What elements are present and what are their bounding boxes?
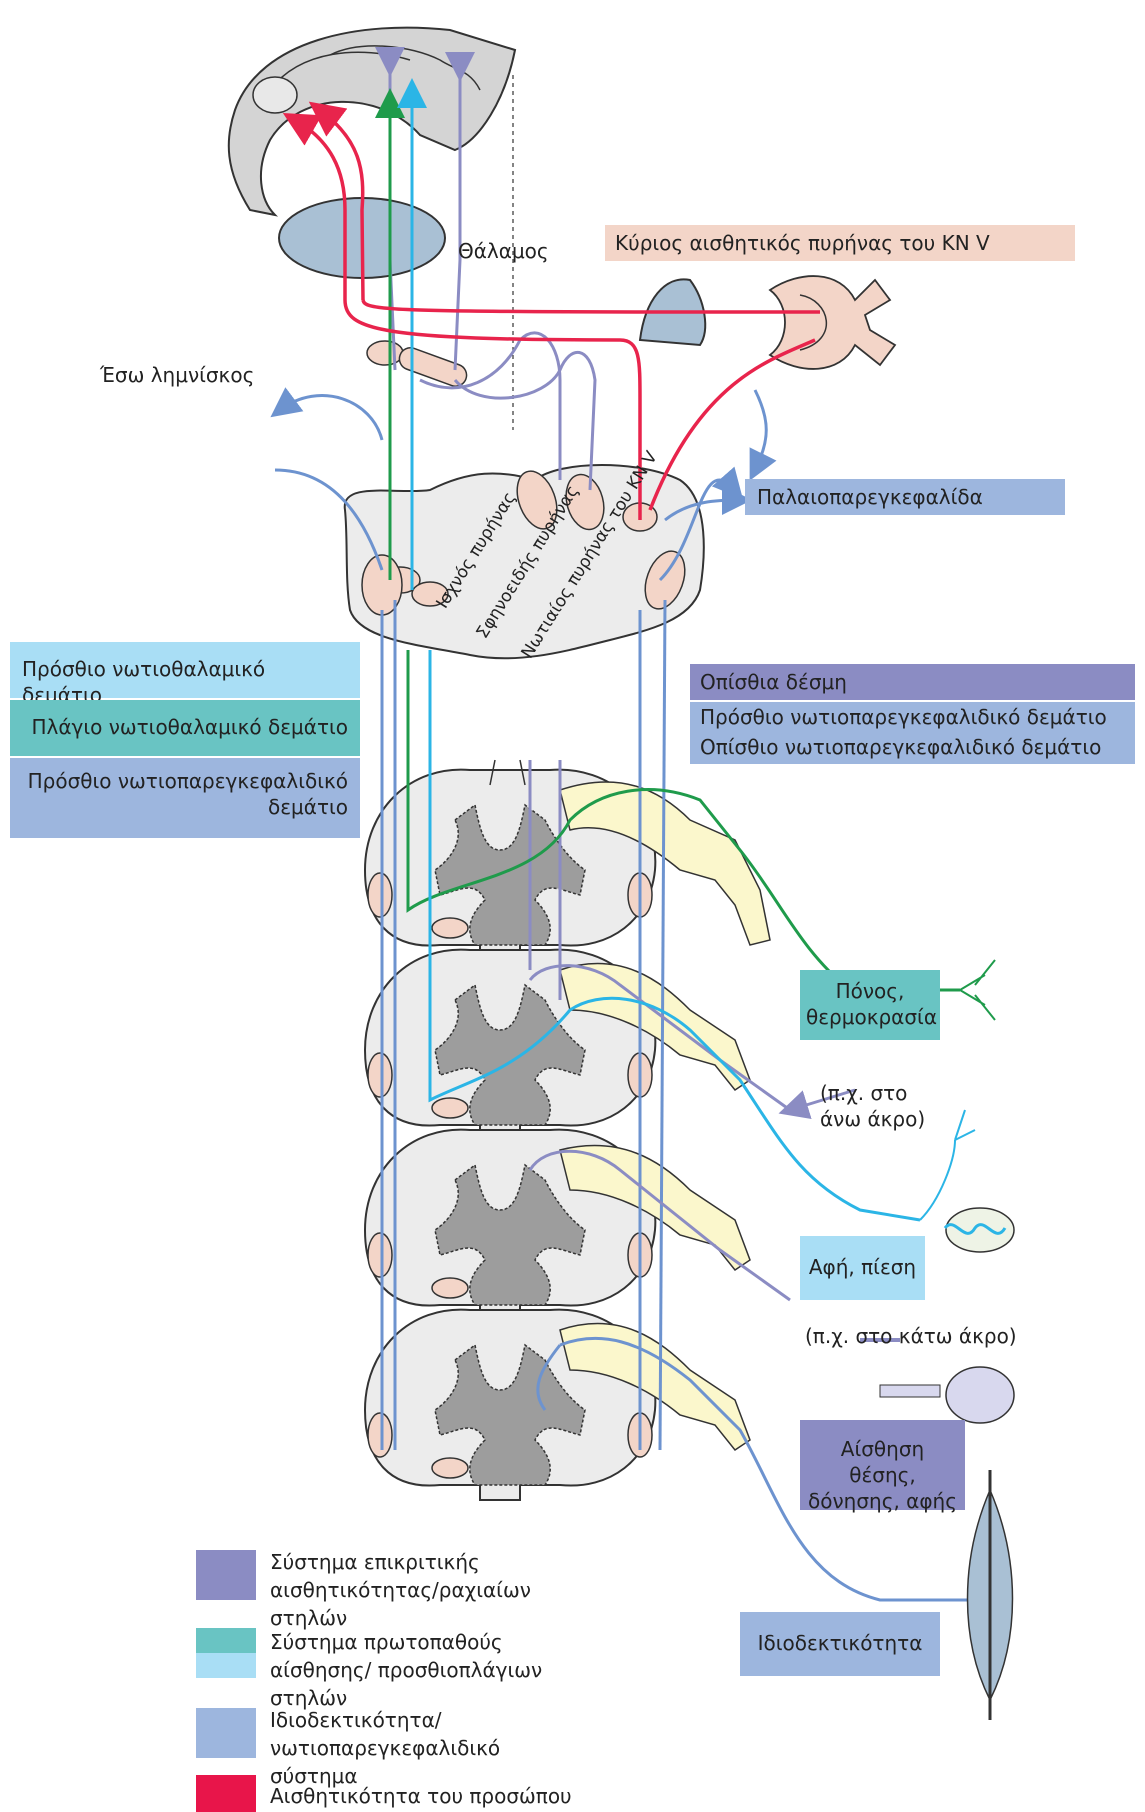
legend-swatch-anterolateral-b xyxy=(196,1653,256,1678)
medial-lemniscus-label: Έσω λημνίσκος xyxy=(100,362,254,388)
trigeminal-nucleus-shape xyxy=(770,276,895,369)
legend-text-face: Αισθητικότητα του προσώπου xyxy=(270,1782,670,1810)
face-sensory-pathway xyxy=(295,110,820,520)
muscle-spindle xyxy=(968,1470,1013,1720)
legend-swatch-dorsal xyxy=(196,1550,256,1600)
thalamus-label: Θάλαμος xyxy=(458,238,549,264)
ant-spinocerebellar-right-box: Πρόσθιο νωτιοπαρεγκεφαλιδικό δεμάτιο xyxy=(690,702,1135,732)
paleocerebellum-box: Παλαιοπαρεγκεφαλίδα xyxy=(745,479,1065,515)
ant-spinothalamic-box: Πρόσθιο νωτιοθαλαμικό δεμάτιο xyxy=(10,642,360,698)
legend-swatch-face xyxy=(196,1775,256,1812)
legend-text-proprio: Ιδιοδεκτικότητα/νωτιοπαρεγκεφαλιδικό σύσ… xyxy=(270,1706,570,1790)
legend-swatch-proprio xyxy=(196,1708,256,1758)
pain-temperature-box: Πόνος, θερμοκρασία xyxy=(800,970,940,1040)
proprioception-box: Ιδιοδεκτικότητα xyxy=(740,1612,940,1676)
touch-receptor xyxy=(945,1208,1014,1252)
touch-pressure-box: Αφή, πίεση xyxy=(800,1236,925,1300)
legend-text-dorsal: Σύστημα επικριτικής αισθητικότητας/ραχια… xyxy=(270,1548,570,1632)
lat-spinothalamic-box: Πλάγιο νωτιοθαλαμικό δεμάτιο xyxy=(10,700,360,756)
position-receptor xyxy=(880,1367,1014,1423)
legend-swatch-anterolateral-a xyxy=(196,1628,256,1653)
cortex-homunculus xyxy=(229,28,515,215)
posterior-column-box: Οπίσθια δέσμη xyxy=(690,664,1135,700)
lower-limb-label: (π.χ. στο κάτω άκρο) xyxy=(805,1323,1017,1349)
trigeminal-main-nucleus-box: Κύριος αισθητικός πυρήνας του ΚΝ V xyxy=(605,225,1075,261)
post-spinocerebellar-box: Οπίσθιο νωτιοπαρεγκεφαλιδικό δεμάτιο xyxy=(690,732,1135,764)
cerebellum-arrow xyxy=(755,390,766,470)
position-vibration-box: Αίσθηση θέσης, δόνησης, αφής xyxy=(800,1420,965,1510)
legend-text-anterolateral: Σύστημα πρωτοπαθούς αίσθησης/ προσθιοπλά… xyxy=(270,1628,570,1712)
upper-limb-label: (π.χ. στο άνω άκρο) xyxy=(820,1080,940,1132)
ant-spinocerebellar-left-box: Πρόσθιο νωτιοπαρεγκεφαλιδικό δεμάτιο xyxy=(10,758,360,838)
